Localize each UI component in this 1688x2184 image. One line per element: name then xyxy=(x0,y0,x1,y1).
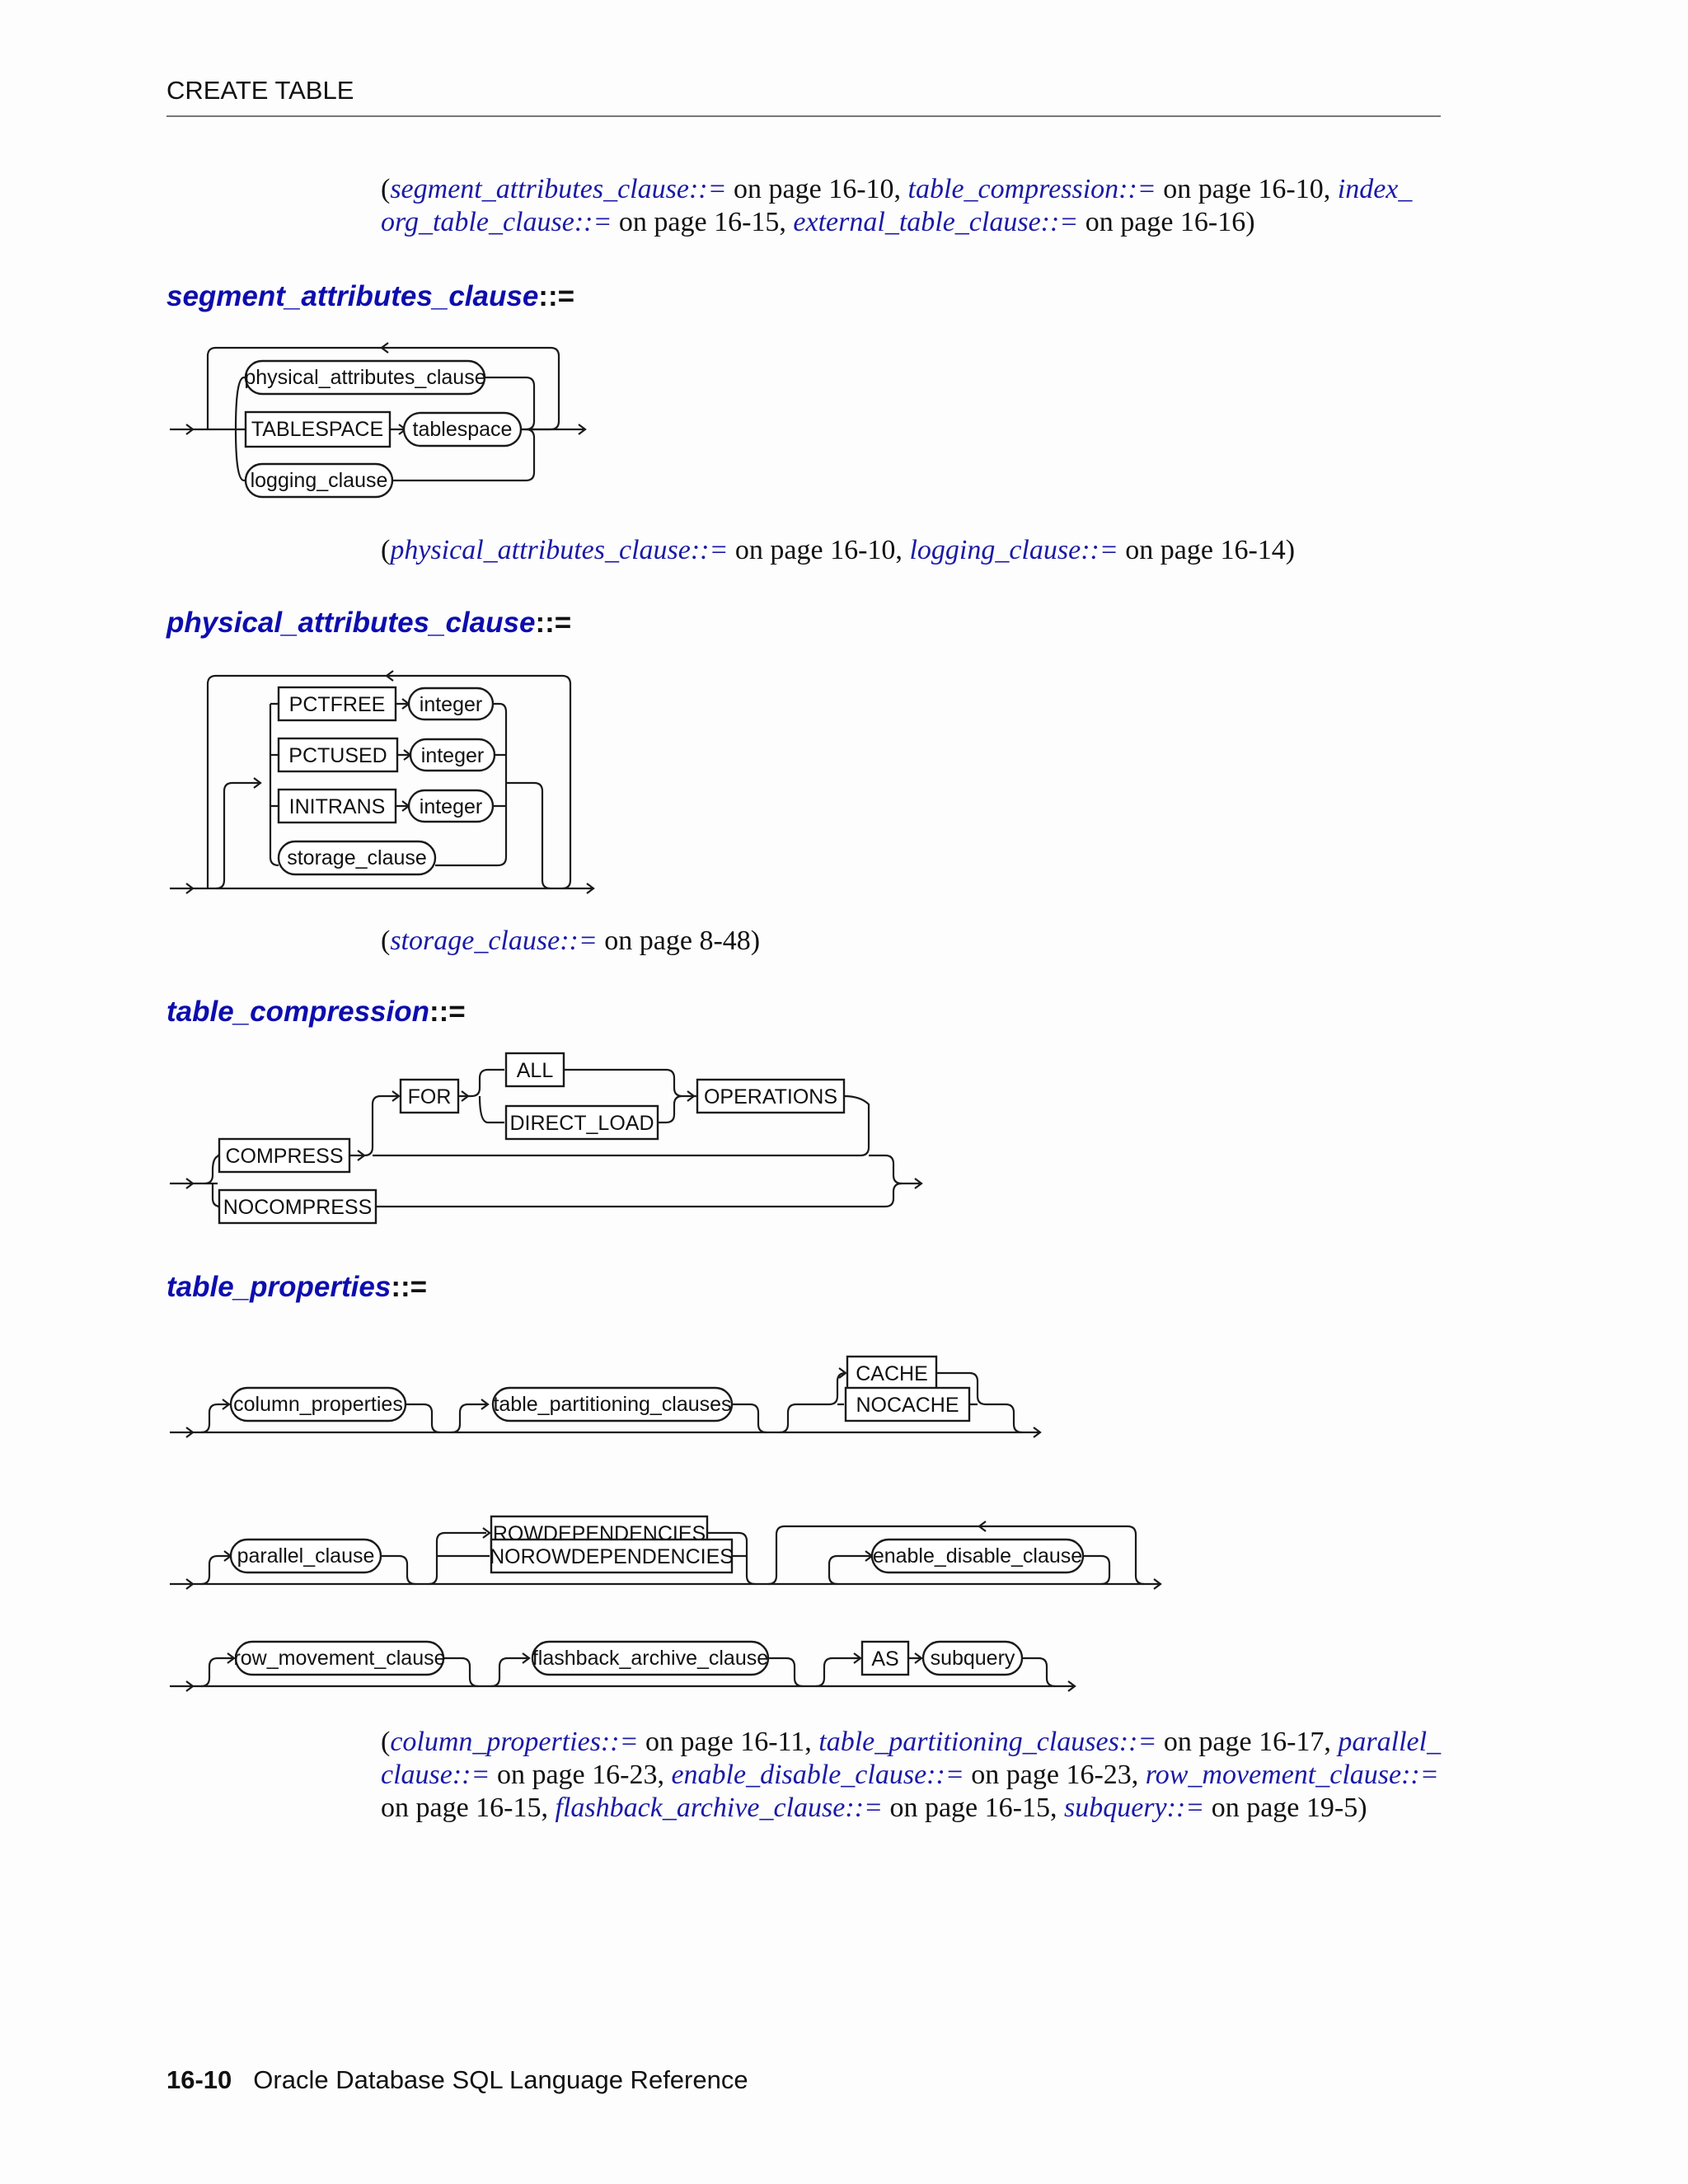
ref-text: on page 16-10, xyxy=(1156,174,1338,204)
heading-physical-attributes-clause: physical_attributes_clause::= xyxy=(166,607,571,640)
nt-physical-attributes-clause: physical_attributes_clause xyxy=(244,366,485,389)
ref-text: on page 16-23, xyxy=(964,1760,1146,1790)
link-physical-attributes-clause[interactable]: physical_attributes_clause::= xyxy=(390,535,729,565)
heading-name: segment_attributes_clause xyxy=(166,280,539,312)
nt-row-movement-clause: row_movement_clause xyxy=(233,1647,445,1670)
cross-reference-1: (segment_attributes_clause::= on page 16… xyxy=(381,173,1444,239)
link-logging-clause[interactable]: logging_clause::= xyxy=(909,535,1118,565)
link-external-table-clause[interactable]: external_table_clause::= xyxy=(793,207,1079,237)
header-rule xyxy=(166,115,1441,117)
cross-reference-2: (physical_attributes_clause::= on page 1… xyxy=(381,534,1444,567)
nt-parallel-clause: parallel_clause xyxy=(237,1544,375,1568)
nt-integer-3: integer xyxy=(420,795,482,818)
link-enable-disable-clause[interactable]: enable_disable_clause::= xyxy=(671,1760,964,1790)
nt-tablespace: tablespace xyxy=(413,418,513,441)
ref-text: on page 16-10, xyxy=(726,174,908,204)
paren: ( xyxy=(381,535,391,565)
heading-op: ::= xyxy=(535,607,572,639)
nt-subquery: subquery xyxy=(931,1647,1015,1670)
heading-op: ::= xyxy=(429,996,466,1028)
ref-text: on page 16-23, xyxy=(490,1760,672,1790)
heading-table-compression: table_compression::= xyxy=(166,996,466,1029)
kw-pctfree: PCTFREE xyxy=(289,693,386,716)
link-segment-attributes-clause[interactable]: segment_attributes_clause::= xyxy=(390,174,727,204)
diagram-segment-attributes-clause: physical_attributes_clause TABLESPACE ta… xyxy=(170,342,587,499)
kw-direct-load: DIRECT_LOAD xyxy=(509,1112,654,1135)
link-table-compression[interactable]: table_compression::= xyxy=(907,174,1156,204)
heading-table-properties: table_properties::= xyxy=(166,1271,427,1304)
kw-nocompress: NOCOMPRESS xyxy=(223,1196,373,1219)
ref-text: on page 8-48) xyxy=(597,926,761,956)
link-table-partitioning-clauses[interactable]: table_partitioning_clauses::= xyxy=(818,1727,1157,1757)
heading-name: table_compression xyxy=(166,996,429,1028)
nt-integer-2: integer xyxy=(421,744,484,767)
link-parallel-clause[interactable]: parallel_ xyxy=(1338,1727,1442,1757)
nt-integer-1: integer xyxy=(420,693,482,716)
kw-tablespace: TABLESPACE xyxy=(251,418,383,441)
heading-name: table_properties xyxy=(166,1271,392,1303)
paren: ( xyxy=(381,926,391,956)
nt-enable-disable-clause: enable_disable_clause xyxy=(873,1544,1082,1568)
diagram-physical-attributes-clause: PCTFREE integer PCTUSED integer INITRANS… xyxy=(170,670,595,894)
ref-text: on page 16-15, xyxy=(882,1793,1064,1823)
ref-text: on page 16-15, xyxy=(612,207,794,237)
nt-table-partitioning-clauses: table_partitioning_clauses xyxy=(493,1393,731,1416)
kw-pctused: PCTUSED xyxy=(288,744,387,767)
book-title: Oracle Database SQL Language Reference xyxy=(253,2065,748,2094)
link-flashback-archive-clause[interactable]: flashback_archive_clause::= xyxy=(555,1793,883,1823)
nt-storage-clause: storage_clause xyxy=(287,846,427,869)
page-number: 16-10 xyxy=(166,2065,232,2094)
diagram-table-compression: COMPRESS NOCOMPRESS FOR ALL DIRECT_LOAD … xyxy=(170,1052,923,1225)
kw-operations: OPERATIONS xyxy=(704,1085,837,1108)
link-subquery[interactable]: subquery::= xyxy=(1063,1793,1205,1823)
link-index-org-table-clause[interactable]: org_table_clause::= xyxy=(381,207,612,237)
link-index-org-table-clause[interactable]: index_ xyxy=(1337,174,1413,204)
kw-for: FOR xyxy=(408,1085,452,1108)
link-row-movement-clause[interactable]: row_movement_clause::= xyxy=(1145,1760,1439,1790)
ref-text: on page 19-5) xyxy=(1204,1793,1367,1823)
kw-norowdependencies: NOROWDEPENDENCIES xyxy=(490,1545,734,1568)
kw-initrans: INITRANS xyxy=(289,795,386,818)
ref-text: on page 16-15, xyxy=(381,1793,556,1823)
heading-op: ::= xyxy=(391,1271,428,1303)
page-footer: 16-10 Oracle Database SQL Language Refere… xyxy=(166,2065,748,2095)
nt-logging-clause: logging_clause xyxy=(251,469,388,492)
ref-text: on page 16-14) xyxy=(1118,535,1296,565)
nt-flashback-archive-clause: flashback_archive_clause xyxy=(532,1647,768,1670)
kw-as: AS xyxy=(871,1647,898,1671)
kw-cache: CACHE xyxy=(856,1362,928,1385)
link-column-properties[interactable]: column_properties::= xyxy=(390,1727,639,1757)
cross-reference-4: (column_properties::= on page 16-11, tab… xyxy=(381,1726,1444,1825)
link-storage-clause[interactable]: storage_clause::= xyxy=(390,926,598,956)
link-parallel-clause[interactable]: clause::= xyxy=(381,1760,490,1790)
ref-text: on page 16-11, xyxy=(638,1727,819,1757)
heading-name: physical_attributes_clause xyxy=(166,607,536,639)
kw-all: ALL xyxy=(517,1059,554,1082)
heading-segment-attributes-clause: segment_attributes_clause::= xyxy=(166,280,574,313)
ref-text: on page 16-17, xyxy=(1156,1727,1339,1757)
paren: ( xyxy=(381,174,391,204)
ref-text: on page 16-16) xyxy=(1078,207,1255,237)
diagram-table-properties: column_properties table_partitioning_cla… xyxy=(170,1355,1162,1692)
cross-reference-3: (storage_clause::= on page 8-48) xyxy=(381,925,1444,958)
kw-compress: COMPRESS xyxy=(225,1145,343,1168)
ref-text: on page 16-10, xyxy=(728,535,910,565)
paren: ( xyxy=(381,1727,391,1757)
kw-nocache: NOCACHE xyxy=(856,1394,959,1417)
heading-op: ::= xyxy=(538,280,575,312)
nt-column-properties: column_properties xyxy=(233,1393,403,1416)
running-header: CREATE TABLE xyxy=(166,76,354,105)
